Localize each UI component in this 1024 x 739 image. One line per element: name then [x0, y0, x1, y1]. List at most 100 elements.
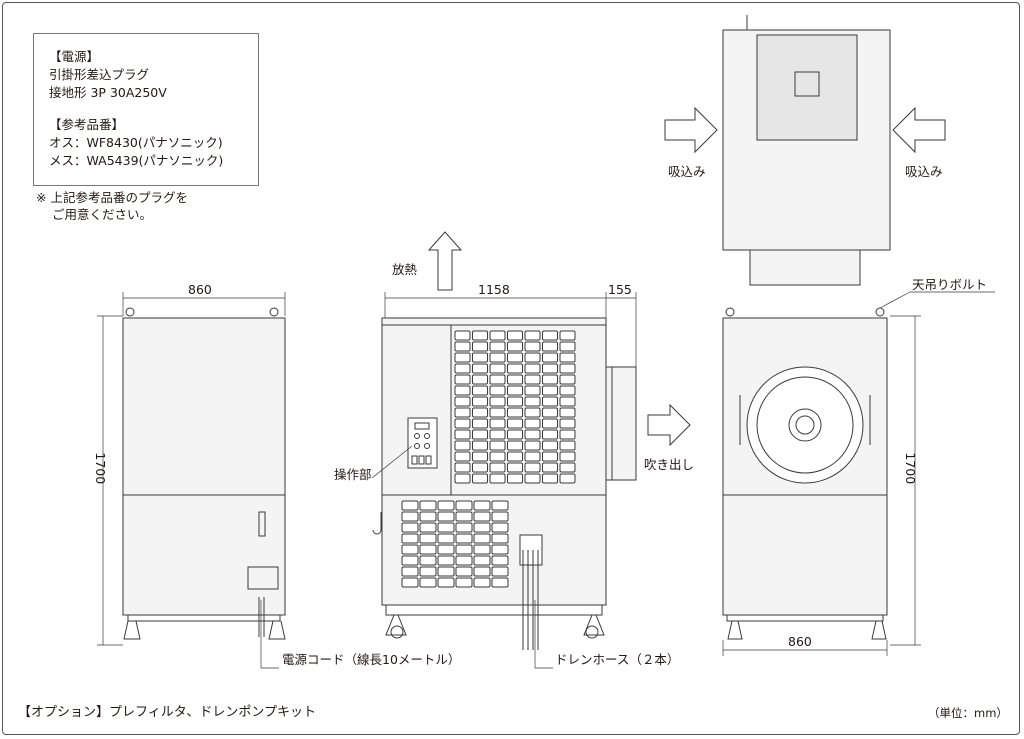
grille-louver	[542, 363, 558, 374]
grille-louver	[454, 440, 471, 451]
grille-louver	[455, 566, 473, 577]
grille-louver	[542, 407, 558, 418]
grille-louver	[472, 418, 488, 429]
power-heading: 【電源】	[49, 49, 100, 64]
plug-type: 引掛形差込プラグ	[49, 67, 150, 82]
grille-louver	[524, 341, 541, 352]
grille-louver	[524, 418, 541, 429]
front-height-dim: 1700	[93, 452, 109, 485]
grille-louver	[455, 544, 473, 555]
grille-louver	[507, 451, 523, 462]
grille-louver	[507, 429, 523, 440]
grille-louver	[524, 451, 541, 462]
grille-louver	[542, 440, 558, 451]
grille-louver	[472, 429, 488, 440]
grille-louver	[437, 522, 455, 533]
grille-louver	[472, 341, 488, 352]
grille-louver	[489, 473, 506, 484]
grille-louver	[437, 544, 455, 555]
unit-note: （単位：mm）	[928, 706, 1008, 720]
grille-louver	[473, 511, 491, 522]
grille-louver	[472, 473, 488, 484]
grille-louver	[419, 533, 437, 544]
power-info-box: 【電源】 引掛形差込プラグ 接地形 3P 30A250V 【参考品番】 オス：W…	[33, 33, 259, 186]
grille-louver	[524, 352, 541, 363]
grille-louver	[489, 330, 506, 341]
grille-louver	[401, 555, 419, 566]
front-width-dim: 860	[188, 282, 212, 297]
reference-heading: 【参考品番】	[49, 117, 125, 132]
grille-louver	[489, 385, 506, 396]
grille-louver	[491, 555, 509, 566]
grille-louver	[473, 500, 491, 511]
grille-louver	[524, 473, 541, 484]
grille-louver	[437, 533, 455, 544]
note-line2: ご用意ください。	[52, 207, 153, 222]
grille-louver	[559, 385, 576, 396]
grille-louver	[401, 533, 419, 544]
drain-hose-label: ドレンホース（２本）	[555, 652, 680, 667]
grille-louver	[454, 352, 471, 363]
grille-louver	[437, 577, 455, 588]
grille-louver	[491, 511, 509, 522]
side-view	[371, 231, 691, 650]
heat-label: 放熱	[392, 262, 418, 277]
grille-louver	[524, 374, 541, 385]
grille-louver	[472, 374, 488, 385]
grille-louver	[559, 374, 576, 385]
grille-louver	[507, 385, 523, 396]
grille-louver	[491, 544, 509, 555]
grille-louver	[454, 396, 471, 407]
grille-louver	[542, 374, 558, 385]
grille-louver	[401, 522, 419, 533]
grille-louver	[455, 511, 473, 522]
grille-louver	[419, 544, 437, 555]
grille-louver	[455, 577, 473, 588]
side-width-dim: 1158	[478, 282, 510, 297]
intake-left-label: 吸込み	[668, 164, 706, 179]
grille-louver	[401, 544, 419, 555]
grille-louver	[559, 352, 576, 363]
grille-louver	[401, 566, 419, 577]
grille-louver	[542, 462, 558, 473]
grille-louver	[559, 363, 576, 374]
grille-louver	[542, 341, 558, 352]
power-cord-label: 電源コード（線長10メートル）	[282, 652, 461, 667]
note-line1: ※ 上記参考品番のプラグを	[36, 190, 188, 205]
grille-louver	[542, 352, 558, 363]
grille-louver	[491, 566, 509, 577]
grille-louver	[489, 451, 506, 462]
grille-louver	[419, 566, 437, 577]
grille-louver	[559, 341, 576, 352]
grille-louver	[507, 418, 523, 429]
grille-louver	[542, 473, 558, 484]
grille-louver	[437, 500, 455, 511]
grille-louver	[473, 533, 491, 544]
grille-louver	[559, 407, 576, 418]
grille-louver	[507, 473, 523, 484]
grille-louver	[419, 522, 437, 533]
grille-louver	[473, 577, 491, 588]
grille-louver	[491, 577, 509, 588]
grille-louver	[489, 341, 506, 352]
grille-louver	[489, 462, 506, 473]
male-part: オス：WF8430(パナソニック)	[49, 135, 223, 150]
grille-louver	[507, 374, 523, 385]
grille-louver	[454, 462, 471, 473]
grille-louver	[542, 330, 558, 341]
grille-louver	[454, 473, 471, 484]
grille-louver	[507, 440, 523, 451]
grille-louver	[455, 555, 473, 566]
grille-louver	[472, 396, 488, 407]
grille-louver	[507, 363, 523, 374]
grille-louver	[489, 407, 506, 418]
grille-louver	[559, 473, 576, 484]
grille-louver	[559, 429, 576, 440]
outlet-arrow-icon	[647, 403, 691, 447]
grille-louver	[419, 500, 437, 511]
intake-right-label: 吸込み	[905, 164, 943, 179]
grille-louver	[419, 577, 437, 588]
grille-louver	[473, 555, 491, 566]
grille-louver	[491, 533, 509, 544]
